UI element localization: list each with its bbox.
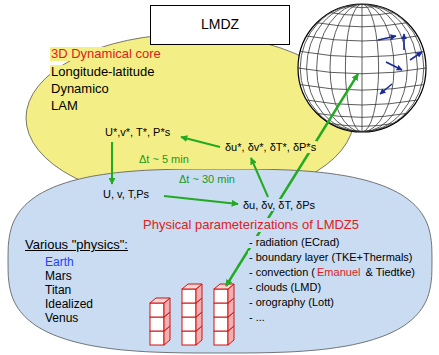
grid-type: LAM bbox=[50, 99, 79, 113]
globe-grid bbox=[298, 4, 426, 132]
physics-region: Physical parameterizations of LMDZ5Vario… bbox=[6, 169, 434, 355]
scheme-item: - orography (Lott) bbox=[248, 296, 335, 308]
scheme-item: & Tiedtke) bbox=[364, 266, 416, 278]
tendencies: δu, δv, δT, δPs bbox=[242, 199, 316, 211]
scheme-item: - boundary layer (TKE+Thermals) bbox=[248, 251, 414, 263]
scheme-item: - ... bbox=[248, 311, 266, 323]
scheme-item: - clouds (LMD) bbox=[248, 281, 322, 293]
planet-name: Mars bbox=[44, 270, 73, 283]
state-variables: U, v, T,Ps bbox=[102, 188, 150, 200]
title-box: LMDZ bbox=[150, 5, 290, 45]
time-step: Δt ~ 5 min bbox=[138, 153, 190, 165]
planet-name: Idealized bbox=[44, 298, 94, 311]
planets-heading: Various "physics": bbox=[24, 238, 129, 252]
planet-name: Titan bbox=[44, 284, 72, 297]
core-heading: 3D Dynamical core bbox=[50, 47, 162, 61]
physics-heading: Physical parameterizations of LMDZ5 bbox=[142, 218, 360, 232]
state-variables: U*,v*, T*, P*s bbox=[104, 126, 171, 138]
scheme-item: - radiation (ECrad) bbox=[248, 236, 340, 248]
title-text: LMDZ bbox=[200, 17, 240, 32]
grid-columns bbox=[150, 284, 234, 345]
flow-arrows bbox=[112, 74, 358, 286]
grid-type: Dynamico bbox=[50, 82, 110, 96]
planet-name: Venus bbox=[44, 312, 79, 325]
time-step: Δt ~ 30 min bbox=[178, 173, 236, 185]
scheme-author: Emanuel bbox=[316, 266, 361, 278]
tendencies: δu*, δv*, δT*, δP*s bbox=[224, 141, 317, 153]
scheme-item: - convection ( bbox=[248, 266, 316, 278]
planet-name: Earth bbox=[44, 256, 75, 269]
grid-type: Longitude-latitude bbox=[50, 65, 155, 79]
wind-arrows bbox=[378, 34, 422, 94]
